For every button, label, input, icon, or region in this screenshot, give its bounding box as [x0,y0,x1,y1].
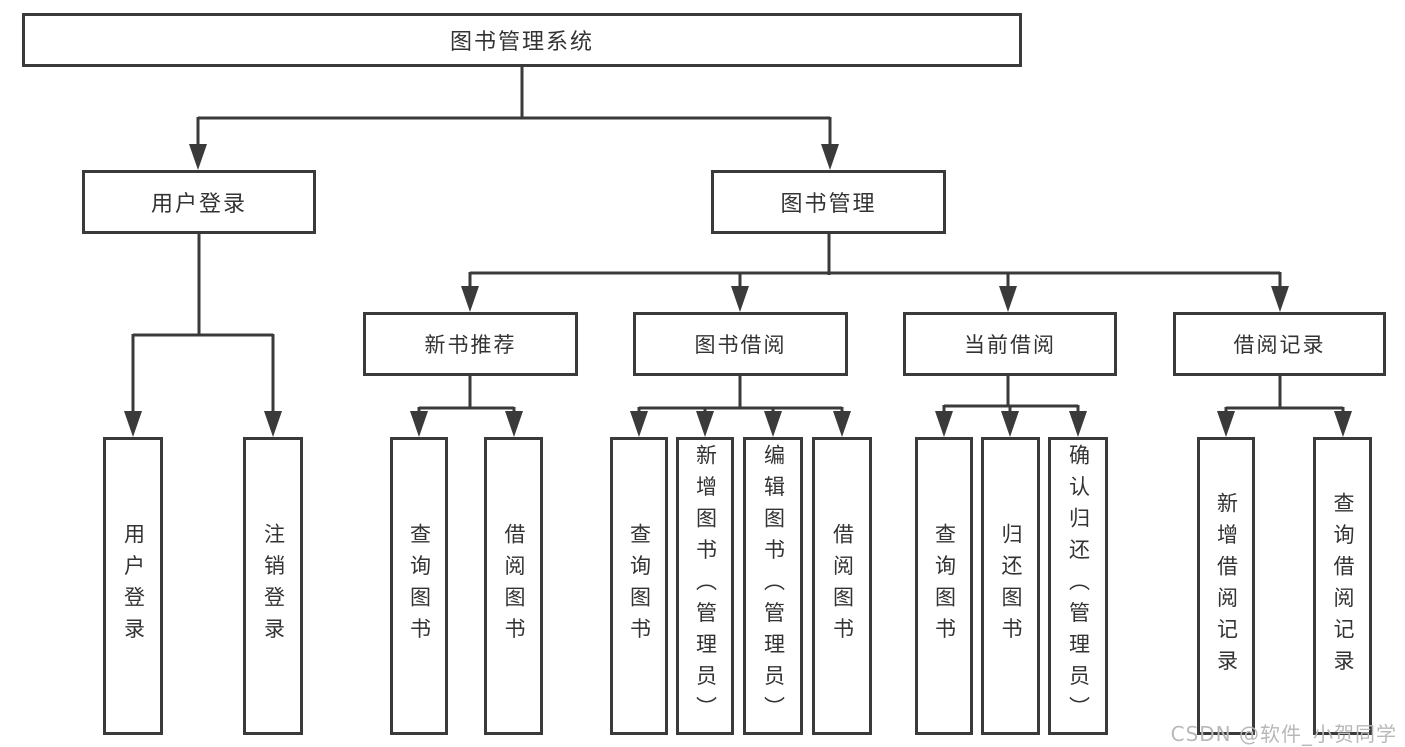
leaf-confirm-return-admin: 确认归还（管理员） [1048,437,1108,735]
node-new-book-recommend: 新书推荐 [363,312,578,376]
node-library-system: 图书管理系统 [22,13,1022,67]
leaf-user-login: 用户登录 [103,437,163,735]
leaf-edit-book-admin-label: 编辑图书（管理员） [761,444,786,728]
leaf-add-borrow-record: 新增借阅记录 [1197,437,1255,735]
leaf-add-book-admin: 新增图书（管理员） [676,437,734,735]
node-current-borrow: 当前借阅 [903,312,1117,376]
node-book-borrow: 图书借阅 [633,312,848,376]
leaf-user-login-label: 用户登录 [121,523,146,649]
leaf-return-book: 归还图书 [981,437,1040,735]
leaf-query-books-current-label: 查询图书 [932,523,957,649]
tree-arrowheads [124,144,1352,437]
csdn-watermark: CSDN @软件_小贺同学 [1170,722,1397,746]
leaf-query-books-current: 查询图书 [915,437,973,735]
leaf-query-borrow-record-label: 查询借阅记录 [1331,491,1355,681]
leaf-add-borrow-record-label: 新增借阅记录 [1214,491,1239,681]
leaf-edit-book-admin: 编辑图书（管理员） [743,437,803,735]
leaf-query-books-recommend-label: 查询图书 [407,523,432,649]
leaf-borrow-books-recommend-label: 借阅图书 [502,523,526,649]
leaf-logout: 注销登录 [243,437,303,735]
leaf-return-book-label: 归还图书 [999,523,1023,649]
leaf-add-book-admin-label: 新增图书（管理员） [693,444,718,728]
leaf-borrow-books-label: 借阅图书 [830,523,855,649]
leaf-query-books-recommend: 查询图书 [390,437,448,735]
leaf-logout-label: 注销登录 [261,523,286,649]
leaf-query-books-borrow-label: 查询图书 [627,523,652,649]
node-user-login: 用户登录 [82,170,316,234]
node-borrow-records: 借阅记录 [1173,312,1386,376]
node-book-management: 图书管理 [711,170,946,234]
leaf-borrow-books-recommend: 借阅图书 [484,437,543,735]
leaf-confirm-return-admin-label: 确认归还（管理员） [1066,444,1091,728]
leaf-borrow-books: 借阅图书 [812,437,872,735]
leaf-query-books-borrow: 查询图书 [610,437,668,735]
leaf-query-borrow-record: 查询借阅记录 [1313,437,1372,735]
